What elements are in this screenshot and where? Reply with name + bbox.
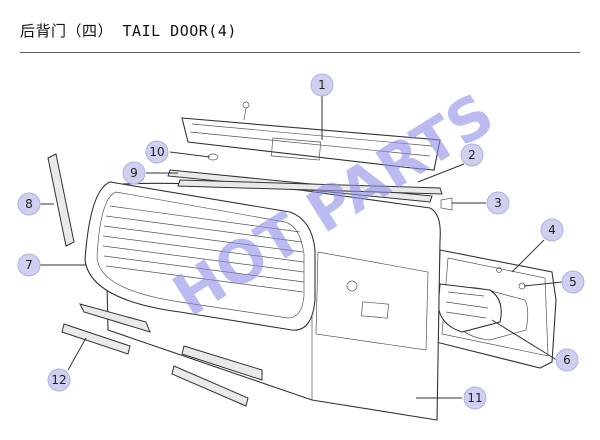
callout-12: 12: [47, 368, 71, 392]
callout-3: 3: [486, 191, 510, 215]
seal-part-2: [177, 179, 443, 195]
svg-text:1: 1: [318, 78, 326, 92]
glass-window-part-7: [84, 181, 316, 331]
callout-7: 7: [17, 253, 41, 277]
callout-11: 11: [463, 386, 487, 410]
callout-6: 6: [555, 348, 579, 372]
svg-text:12: 12: [51, 373, 66, 387]
callout-9: 9: [122, 161, 146, 185]
svg-text:8: 8: [25, 197, 33, 211]
svg-text:7: 7: [25, 258, 33, 272]
bracket-part-3: [440, 197, 453, 211]
page-title: 后背门（四） TAIL DOOR(4): [20, 22, 237, 40]
svg-text:4: 4: [548, 223, 556, 237]
callout-2: 2: [460, 143, 484, 167]
reinforcement-part-6: [437, 283, 502, 333]
leader-lines: [40, 95, 563, 399]
svg-text:6: 6: [563, 353, 571, 367]
upper-garnish-part-1: [181, 117, 441, 171]
title-divider: [20, 52, 580, 53]
callout-5: 5: [561, 270, 585, 294]
callout-8: 8: [17, 192, 41, 216]
svg-text:9: 9: [130, 166, 138, 180]
svg-text:10: 10: [149, 145, 164, 159]
callout-4: 4: [540, 218, 564, 242]
screw-fastener: [242, 101, 250, 121]
lower-garnish-part-12: [61, 303, 263, 407]
callout-1: 1: [310, 73, 334, 97]
side-seal-part-8: [47, 153, 75, 247]
svg-text:5: 5: [569, 275, 577, 289]
callout-10: 10: [145, 140, 169, 164]
svg-text:11: 11: [467, 391, 482, 405]
svg-text:3: 3: [494, 196, 502, 210]
svg-text:2: 2: [468, 148, 476, 162]
